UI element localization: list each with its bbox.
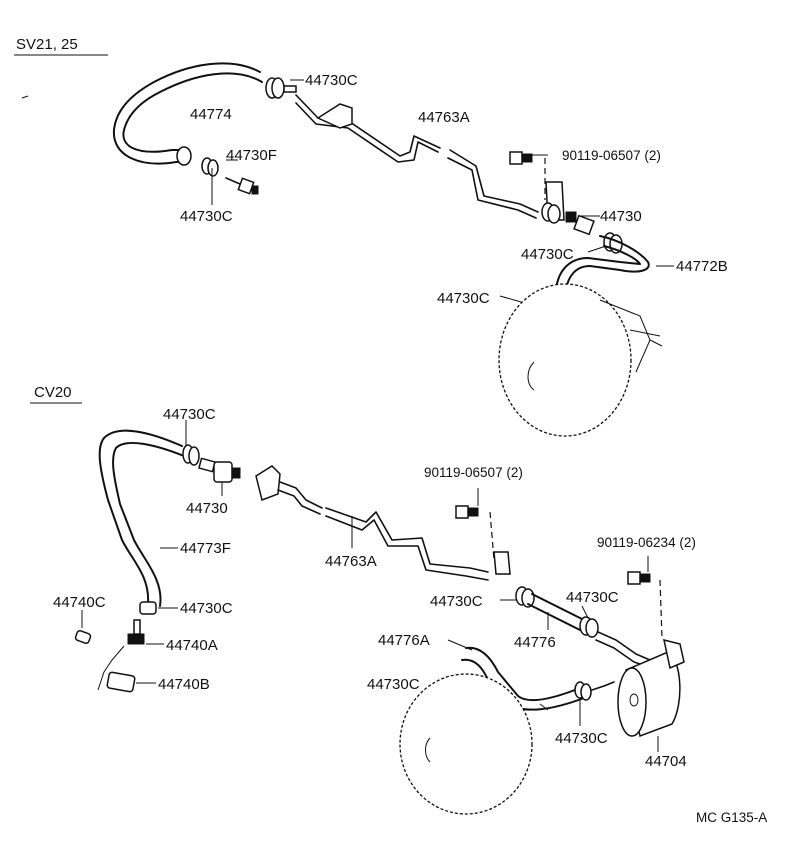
clamp-mid-left-bottom [515,586,535,608]
clamp-upper-bottom [182,444,200,466]
label-44772b: 44772B [676,258,728,275]
clamp-tank-bottom [574,681,615,701]
label-44763a-top: 44763A [418,109,470,126]
hose-end-44740c [74,630,92,644]
bolt-bottom-right [627,571,651,585]
label-44730c-top-booster: 44730C [437,290,490,307]
label-44730f: 44730F [226,147,277,164]
figure-code: MC G135-A [696,810,767,825]
label-44730c-top-upper: 44730C [305,72,358,89]
hose-end-sleeve [176,146,192,166]
bottom-assembly: 44730C 44730 44763A 44773F 44730C [53,406,696,815]
bolt-bottom-upper [455,505,479,519]
label-44740a: 44740A [166,637,218,654]
label-44704: 44704 [645,753,687,770]
label-44763a-bottom: 44763A [325,553,377,570]
clamp-left-top [201,157,219,177]
brake-booster-bottom [399,673,549,815]
hose-end-44740a [127,619,145,645]
label-44730c-top-left: 44730C [180,208,233,225]
label-44730c-bottom-mid-right: 44730C [566,589,619,606]
label-44730c-bottom-tank: 44730C [555,730,608,747]
pipe-bracket-top [316,103,353,129]
label-44730c-bottom-booster: 44730C [367,676,420,693]
top-assembly: 44730C 44774 44730F 44730C 44763A [21,62,728,437]
label-44774: 44774 [190,106,232,123]
hose-end-44740b [97,645,136,693]
label-44730-bottom: 44730 [186,500,228,517]
label-44740c: 44740C [53,594,106,611]
hose-44776a [465,646,581,702]
label-44776a: 44776A [378,632,430,649]
section-label-cv20: CV20 [34,384,72,401]
section-label-sv21-25: SV21, 25 [16,36,78,53]
pipe-44763a-bottom [279,481,323,509]
label-44730c-bottom-upper: 44730C [163,406,216,423]
label-44730-top: 44730 [600,208,642,225]
label-90119-06507-bottom: 90119-06507 (2) [424,465,523,480]
clamp-mid-right-bottom [579,616,599,638]
bracket-bottom-mid [493,551,511,575]
check-valve-44730-bottom [198,457,241,483]
hose-44772b [565,235,650,291]
check-valve-44730-top [541,202,595,236]
label-44730c-top-mid: 44730C [521,246,574,263]
hose-44773f [98,429,183,605]
pipe-bracket-bottom [255,465,281,501]
label-90119-06234: 90119-06234 (2) [597,535,696,550]
label-44773f: 44773F [180,540,231,557]
clamp-lower-bottom [139,601,157,615]
clamp-upper-top [265,77,297,99]
label-44730c-bottom-mid-left: 44730C [430,593,483,610]
label-44740b: 44740B [158,676,210,693]
check-valve-44730f [225,177,259,195]
label-90119-06507-top: 90119-06507 (2) [562,148,661,163]
label-44730c-bottom-lower: 44730C [180,600,233,617]
hose-44774 [122,72,263,153]
hose-44776 [531,593,585,621]
bolt-top [509,151,533,165]
brake-booster-top [498,283,663,437]
label-44776: 44776 [514,634,556,651]
vacuum-tank-44704 [617,638,685,738]
